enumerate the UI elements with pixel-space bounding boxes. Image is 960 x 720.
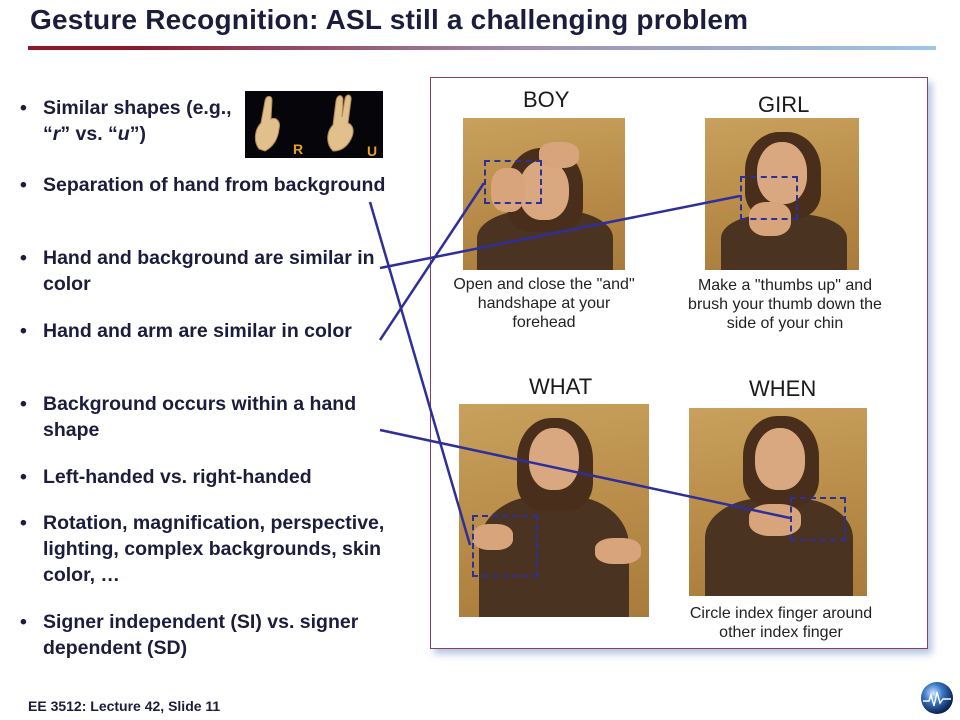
bullet-item: • Signer independent (SI) vs. signer depe… xyxy=(20,609,413,661)
bullet-text: Rotation, magnification, perspective, li… xyxy=(43,512,385,586)
sign-word-when: WHEN xyxy=(749,376,817,401)
sign-word-boy: BOY xyxy=(523,87,570,112)
photo-what xyxy=(459,404,649,617)
photo-when xyxy=(689,408,867,596)
bullet-dot: • xyxy=(20,247,27,269)
connector-line xyxy=(368,201,472,546)
bullet-text: ”) xyxy=(129,123,146,145)
label-u: U xyxy=(367,143,378,159)
highlight-box-boy xyxy=(484,160,542,204)
connector-line xyxy=(379,194,741,270)
bullet-dot: • xyxy=(20,174,27,196)
sign-desc-when: Circle index finger around other index f… xyxy=(689,605,873,641)
bullet-dot: • xyxy=(20,466,27,488)
bullet-item: • Hand and background are similar in colo… xyxy=(20,245,413,297)
bullet-dot: • xyxy=(20,393,27,415)
bullet-item: • Hand and arm are similar in color xyxy=(20,318,413,344)
highlight-box-when xyxy=(790,497,846,541)
bullet-text: Separation of hand from background xyxy=(43,174,386,196)
label-r: R xyxy=(293,141,304,157)
bullet-text: Left-handed vs. right-handed xyxy=(43,466,312,488)
letter-r: r xyxy=(52,123,61,145)
bullet-item: • Rotation, magnification, perspective, l… xyxy=(20,510,413,588)
hand-shapes-icon xyxy=(254,94,354,152)
letter-u: u xyxy=(117,123,130,145)
globe-logo-icon xyxy=(921,682,953,714)
bullet-text: Background occurs within a hand shape xyxy=(43,393,357,441)
slide-footer: EE 3512: Lecture 42, Slide 11 xyxy=(28,698,221,714)
bullet-text: Similar shapes (e.g., “ xyxy=(43,97,232,145)
connector-line xyxy=(379,428,791,520)
highlight-box-girl xyxy=(740,176,798,220)
bullet-item: • Similar shapes (e.g., “r” vs. “u”) xyxy=(20,95,253,147)
bullet-text: ” vs. “ xyxy=(60,123,118,145)
bullet-text: Signer independent (SI) vs. signer depen… xyxy=(43,611,359,659)
sign-desc-boy: Open and close the "and" handshape at yo… xyxy=(453,276,635,331)
connector-line xyxy=(378,182,486,341)
highlight-box-what xyxy=(472,515,538,577)
bullet-dot: • xyxy=(20,97,27,119)
bullet-text: Hand and background are similar in color xyxy=(43,247,375,295)
photo-girl xyxy=(705,118,859,270)
sign-word-what: WHAT xyxy=(529,374,593,399)
sign-word-girl: GIRL xyxy=(758,92,810,117)
bullet-item: • Separation of hand from background xyxy=(20,172,413,198)
bullet-item: • Left-handed vs. right-handed xyxy=(20,464,413,490)
slide-title: Gesture Recognition: ASL still a challen… xyxy=(30,4,749,35)
bullet-text: Hand and arm are similar in color xyxy=(43,320,352,342)
sign-desc-girl: Make a "thumbs up" and brush your thumb … xyxy=(688,277,882,332)
bullet-dot: • xyxy=(20,611,27,633)
bullet-dot: • xyxy=(20,320,27,342)
bullet-item: • Background occurs within a hand shape xyxy=(20,391,413,443)
photo-boy xyxy=(463,118,625,270)
asl-signs-panel: BOY Open and close the "and" handshape a… xyxy=(430,77,928,649)
r-vs-u-hand-image: R U xyxy=(245,91,383,159)
title-rule xyxy=(28,46,936,50)
bullet-dot: • xyxy=(20,512,27,534)
